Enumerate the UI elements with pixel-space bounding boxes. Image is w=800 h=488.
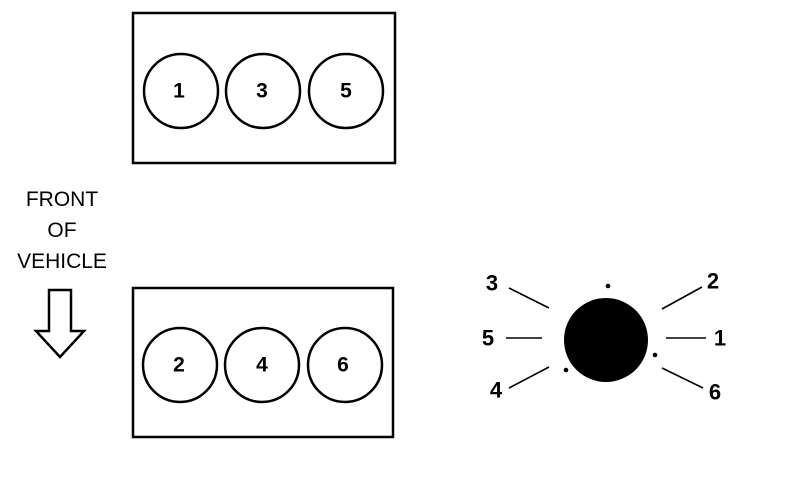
cylinder-5: 5 (307, 52, 385, 130)
lead-line-2 (661, 286, 703, 310)
lead-line-6 (661, 367, 704, 389)
terminal-dot-top (605, 283, 611, 289)
cylinder-2-label: 2 (173, 354, 185, 377)
coil-label-6: 6 (709, 380, 721, 405)
front-label-line-3: VEHICLE (17, 250, 107, 273)
lower-cylinder-bank: 2 4 6 (131, 286, 395, 439)
upper-cylinder-bank: 1 3 5 (131, 11, 397, 165)
arrow-down-icon (33, 288, 87, 359)
terminal-dot-left (563, 367, 569, 373)
coil-label-1: 1 (714, 326, 726, 351)
front-label-line-1: FRONT (26, 188, 98, 211)
coil-center-disc (564, 298, 648, 382)
lower-bank-outline (131, 286, 395, 439)
cylinder-1-circle (142, 52, 220, 130)
lead-line-4 (508, 366, 550, 389)
upper-bank-outline (131, 11, 397, 165)
cylinder-2-circle (141, 326, 219, 404)
cylinder-6-label: 6 (337, 354, 349, 377)
cylinder-2: 2 (141, 326, 219, 404)
cylinder-4: 4 (223, 326, 301, 404)
cylinder-1: 1 (142, 52, 220, 130)
terminal-dot-right (652, 352, 658, 358)
cylinder-5-circle (307, 52, 385, 130)
cylinder-6-circle (306, 326, 384, 404)
lead-line-3 (508, 287, 550, 309)
cylinder-6: 6 (306, 326, 384, 404)
cylinder-1-label: 1 (173, 80, 185, 103)
cylinder-3-label: 3 (256, 80, 268, 103)
coil-label-2: 2 (707, 269, 719, 294)
coil-terminal-diagram: 3 2 5 1 4 6 (482, 269, 726, 405)
cylinder-3: 3 (224, 52, 302, 130)
cylinder-3-circle (224, 52, 302, 130)
cylinder-5-label: 5 (340, 80, 352, 103)
cylinder-4-label: 4 (256, 354, 268, 377)
coil-label-4: 4 (490, 378, 503, 403)
front-of-vehicle-label: FRONT OF VEHICLE (17, 188, 107, 273)
coil-label-5: 5 (482, 326, 494, 351)
cylinder-4-circle (223, 326, 301, 404)
coil-label-3: 3 (486, 271, 498, 296)
front-label-line-2: OF (47, 219, 76, 242)
